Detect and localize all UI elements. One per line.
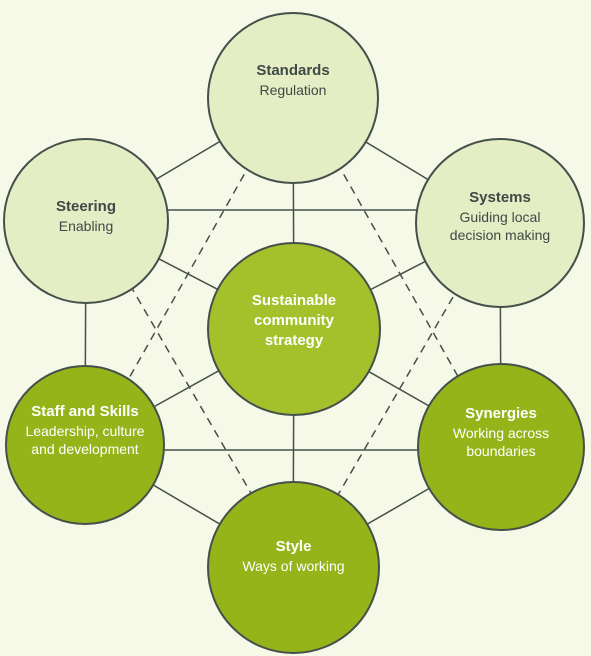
- node-steering-subtitle: Enabling: [58, 218, 114, 234]
- node-center-title: Sustainable community strategy: [251, 292, 337, 349]
- dashed-standards-staff: [127, 149, 259, 381]
- node-synergies-subtitle: Working across boundaries: [452, 425, 550, 459]
- node-synergies-title: Synergies: [465, 405, 537, 422]
- node-staff-subtitle: Leadership, culture and development: [25, 423, 145, 457]
- node-standards: Standards Regulation: [207, 12, 379, 184]
- dashed-standards-synergies: [329, 149, 461, 381]
- node-synergies: Synergies Working across boundaries: [417, 363, 585, 531]
- node-steering-title: Steering: [55, 198, 116, 215]
- node-style: Style Ways of working: [207, 481, 380, 654]
- node-standards-subtitle: Regulation: [259, 82, 327, 98]
- node-style-subtitle: Ways of working: [242, 557, 345, 574]
- node-steering: Steering Enabling: [3, 138, 169, 304]
- node-systems-subtitle: Guiding local decision making: [449, 209, 551, 243]
- node-standards-title: Standards: [256, 62, 330, 79]
- node-systems-title: Systems: [469, 189, 531, 206]
- node-staff-and-skills: Staff and Skills Leadership, culture and…: [5, 365, 165, 525]
- node-style-title: Style: [275, 537, 312, 555]
- node-sustainable-community-strategy: Sustainable community strategy: [207, 242, 381, 416]
- node-staff-title: Staff and Skills: [31, 403, 139, 420]
- node-systems: Systems Guiding local decision making: [415, 138, 585, 308]
